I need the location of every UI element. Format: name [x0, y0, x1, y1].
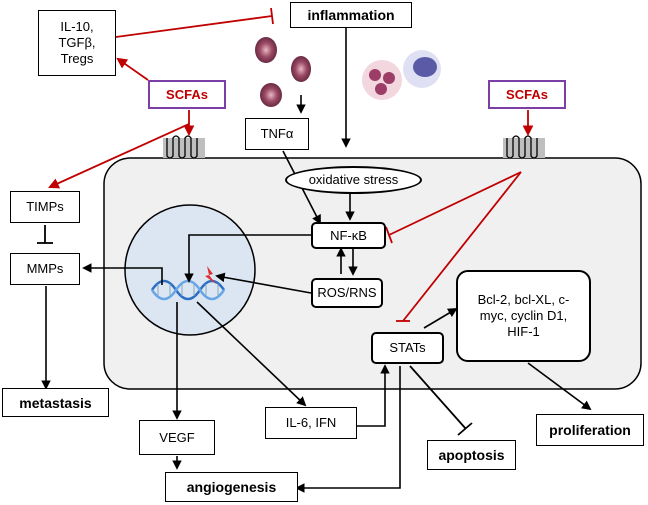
bcl2-label: Bcl-2, bcl-XL, c- myc, cyclin D1, HIF-1 — [477, 292, 570, 339]
gpcr-receptor-icon — [503, 135, 545, 159]
il10-tgfb-tregs-box: IL-10, TGFβ, Tregs — [38, 10, 116, 76]
inflammation-label: inflammation — [307, 7, 395, 23]
ros-rns-box: ROS/RNS — [311, 278, 383, 308]
nfkb-box: NF-κB — [311, 222, 386, 249]
tnfa-box: TNFα — [245, 118, 309, 150]
timps-label: TIMPs — [26, 199, 64, 214]
vegf-box: VEGF — [139, 420, 215, 455]
proliferation-box: proliferation — [536, 414, 644, 446]
proliferation-label: proliferation — [549, 422, 631, 438]
mmps-label: MMPs — [26, 261, 64, 276]
il6-ifn-box: IL-6, IFN — [265, 407, 357, 439]
scfas-left-box: SCFAs — [148, 80, 226, 109]
blood-cell-icon — [362, 50, 441, 100]
scfas-right-label: SCFAs — [506, 86, 548, 102]
scfas-left-label: SCFAs — [166, 86, 208, 102]
nfkb-label: NF-κB — [330, 227, 367, 243]
angiogenesis-box: angiogenesis — [165, 472, 298, 502]
metastasis-label: metastasis — [19, 394, 92, 411]
il10-label: IL-10, TGFβ, Tregs — [58, 19, 96, 66]
il6-label: IL-6, IFN — [285, 415, 337, 430]
scfas-right-box: SCFAs — [488, 80, 566, 109]
apoptosis-label: apoptosis — [438, 447, 505, 463]
gpcr-receptor-icon — [163, 135, 205, 159]
metastasis-box: metastasis — [2, 388, 109, 417]
oxidative-stress-label: oxidative stress — [308, 172, 399, 187]
inflammation-box: inflammation — [290, 2, 412, 28]
apoptosis-box: apoptosis — [427, 440, 516, 470]
timps-box: TIMPs — [10, 191, 80, 223]
bcl2-targets-box: Bcl-2, bcl-XL, c- myc, cyclin D1, HIF-1 — [456, 270, 591, 362]
oxidative-stress-ellipse: oxidative stress — [285, 166, 422, 194]
nucleus — [124, 204, 256, 336]
stats-box: STATs — [371, 332, 444, 364]
angiogenesis-label: angiogenesis — [186, 479, 277, 495]
ros-rns-label: ROS/RNS — [317, 285, 377, 300]
tnfa-label: TNFα — [260, 126, 294, 141]
vegf-label: VEGF — [159, 429, 195, 445]
mmps-box: MMPs — [10, 253, 80, 285]
blood-cell-icon — [255, 37, 311, 107]
stats-label: STATs — [389, 340, 426, 355]
